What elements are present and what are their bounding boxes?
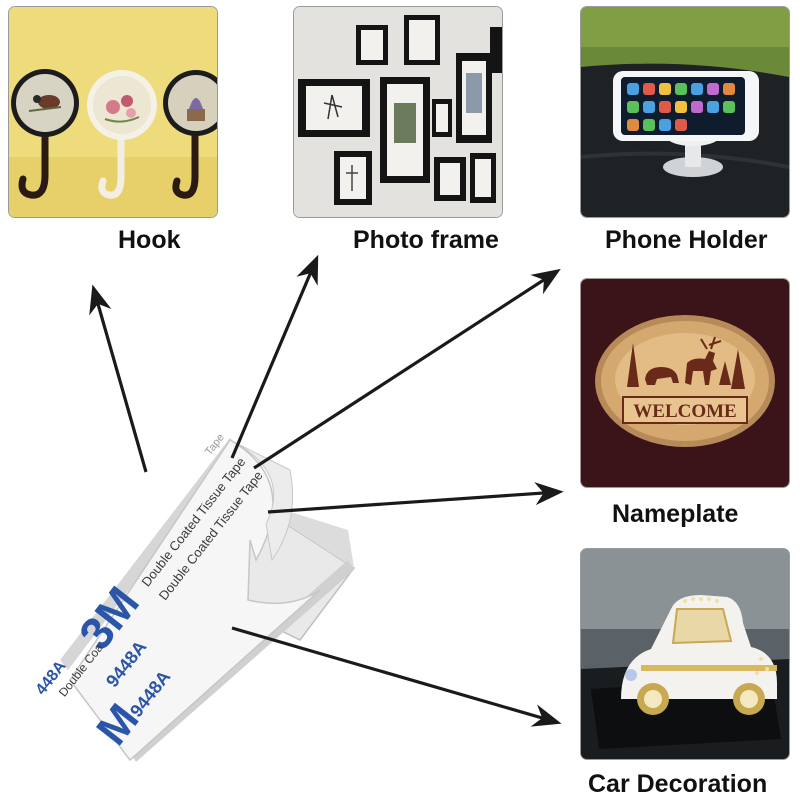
arrow-to-car-decoration	[231, 626, 562, 727]
caption-phone-holder: Phone Holder	[605, 226, 768, 254]
caption-hook: Hook	[118, 226, 181, 254]
caption-nameplate: Nameplate	[612, 500, 739, 528]
car-decoration-photo	[580, 548, 790, 760]
hook-photo	[8, 6, 218, 218]
caption-car-decoration: Car Decoration	[588, 770, 768, 798]
welcome-sign-text: WELCOME	[633, 401, 736, 422]
tape-front-face	[69, 439, 321, 762]
arrow-to-phone-holder	[253, 268, 561, 470]
caption-photo-frame: Photo frame	[353, 226, 499, 254]
arrow-to-hook	[89, 284, 148, 473]
arrow-to-nameplate	[267, 482, 564, 514]
arrow-to-photo-frame	[230, 254, 319, 459]
nameplate-photo: WELCOME	[580, 278, 790, 488]
phone-holder-photo	[580, 6, 790, 218]
photo-frame-photo	[293, 6, 503, 218]
